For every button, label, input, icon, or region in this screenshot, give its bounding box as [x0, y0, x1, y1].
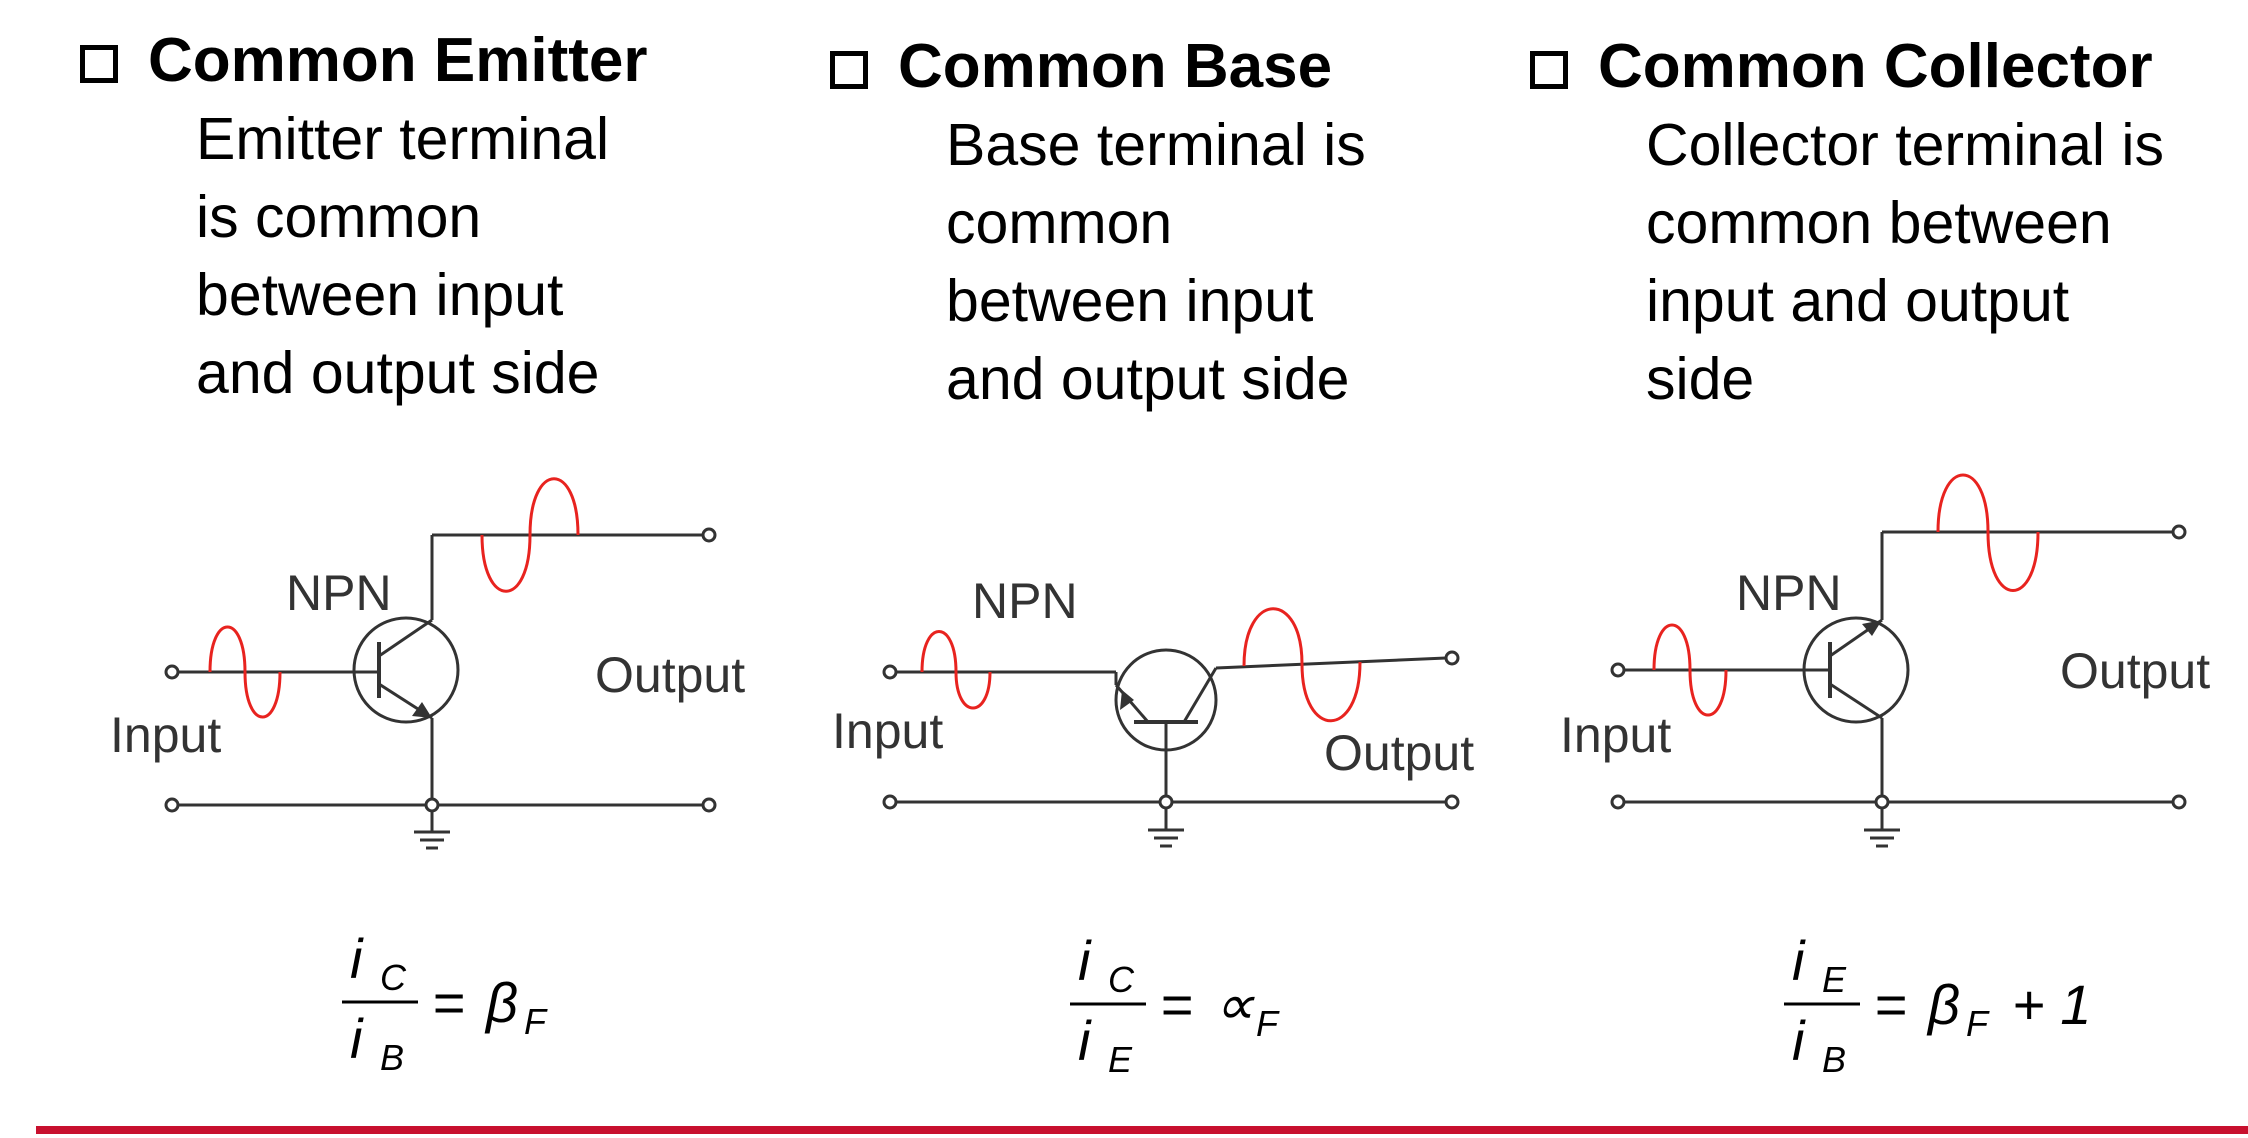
current-gain-formula: i C i E = ∝ F	[1066, 922, 1326, 1086]
formula-rhs: β	[1926, 973, 1960, 1036]
formula-numerator-sub: C	[380, 957, 407, 998]
description: Collector terminal is common between inp…	[1646, 106, 2164, 418]
output-terminal	[1444, 650, 1460, 666]
heading-common-collector: Common Collector	[1530, 36, 2153, 98]
checkbox-bullet-icon	[830, 51, 868, 89]
heading-text: Common Base	[898, 32, 1333, 101]
collector-lead	[1182, 667, 1218, 723]
formula-denominator-sub: E	[1108, 1039, 1133, 1080]
input-terminal	[164, 664, 180, 680]
input-terminal	[1610, 662, 1626, 678]
formula-rhs: β	[484, 971, 518, 1034]
input-label: Input	[110, 707, 221, 763]
output-label: Output	[595, 647, 745, 703]
transistor-body	[352, 616, 460, 724]
formula-denominator: i	[350, 1007, 364, 1070]
checkbox-bullet-icon	[80, 45, 118, 83]
emitter-arrow	[412, 702, 432, 718]
svg-text:=: =	[1160, 973, 1193, 1036]
formula-denominator-sub: B	[1822, 1039, 1846, 1080]
description-line: input and output	[1646, 268, 2070, 334]
junction-node	[424, 797, 440, 813]
description: Base terminal is common between input an…	[946, 106, 1366, 418]
formula-rhs: ∝	[1214, 973, 1255, 1036]
heading-common-base: Common Base	[830, 36, 1332, 98]
common-emitter-circuit-diagram: NPN Input Output	[110, 477, 745, 850]
description-line: and output side	[946, 346, 1350, 412]
current-gain-formula: i E i B = β F + 1	[1780, 922, 2180, 1086]
collector-lead	[378, 618, 433, 658]
output-signal-wave	[480, 477, 580, 593]
config-common-emitter: Common Emitter Emitter terminal is commo…	[0, 0, 745, 1100]
formula-rhs-sub: F	[524, 1001, 548, 1042]
input-label: Input	[832, 703, 943, 759]
svg-text:=: =	[1874, 973, 1907, 1036]
svg-text:=: =	[432, 971, 465, 1034]
junction-node	[1874, 794, 1890, 810]
transistor-body	[1802, 616, 1910, 724]
checkbox-bullet-icon	[1530, 51, 1568, 89]
bottom-divider-line	[36, 1126, 2248, 1134]
output-label: Output	[1324, 725, 1474, 781]
description-line: is common	[196, 184, 482, 250]
description-line: common between	[1646, 190, 2112, 256]
output-signal-wave	[1936, 473, 2040, 592]
formula-numerator: i	[1792, 929, 1806, 992]
formula-numerator-sub: C	[1108, 959, 1135, 1000]
config-common-collector: Common Collector Collector terminal is c…	[1450, 0, 2210, 1100]
config-common-base: Common Base Base terminal is common betw…	[750, 0, 1490, 1100]
description-line: and output side	[196, 340, 600, 406]
input-terminal	[882, 664, 898, 680]
description-line: between input	[196, 262, 564, 328]
formula-denominator: i	[1792, 1009, 1806, 1072]
input-signal-wave	[208, 625, 282, 719]
formula-rhs-extra: + 1	[2012, 973, 2091, 1036]
formula-numerator-sub: E	[1822, 959, 1847, 1000]
collector-lead	[1829, 682, 1883, 720]
junction-node	[1158, 794, 1174, 810]
description-line: Collector terminal is	[1646, 112, 2165, 178]
transistor-label: NPN	[1736, 565, 1842, 621]
output-terminal	[2171, 524, 2187, 540]
transistor-label: NPN	[286, 565, 392, 621]
output-label: Output	[2060, 643, 2210, 699]
description-line: between input	[946, 268, 1314, 334]
transistor-label: NPN	[972, 573, 1078, 629]
heading-text: Common Collector	[1598, 32, 2153, 101]
formula-numerator: i	[1078, 929, 1092, 992]
description: Emitter terminal is common between input…	[196, 100, 609, 412]
input-label: Input	[1560, 707, 1671, 763]
emitter-arrow	[1862, 620, 1882, 636]
emitter-lead	[1114, 684, 1150, 723]
emitter-arrow	[1120, 690, 1134, 710]
output-wire	[1215, 656, 1447, 670]
heading-text: Common Emitter	[148, 26, 648, 95]
description-line: side	[1646, 346, 1755, 412]
description-line: Base terminal is	[946, 112, 1366, 178]
output-terminal	[701, 527, 717, 543]
common-collector-circuit-diagram: NPN Input Output	[1560, 473, 2210, 848]
formula-denominator-sub: B	[380, 1037, 404, 1078]
description-line: common	[946, 190, 1173, 256]
description-line: Emitter terminal	[196, 106, 610, 172]
current-gain-formula: i C i B = β F	[338, 920, 598, 1084]
formula-denominator: i	[1078, 1009, 1092, 1072]
formula-rhs-sub: F	[1256, 1003, 1280, 1044]
input-signal-wave	[920, 630, 992, 710]
formula-rhs-sub: F	[1966, 1003, 1990, 1044]
input-signal-wave	[1652, 623, 1728, 717]
output-signal-wave	[1242, 607, 1362, 723]
formula-numerator: i	[350, 927, 364, 990]
heading-common-emitter: Common Emitter	[80, 30, 647, 92]
common-base-circuit-diagram: NPN Input Output	[832, 573, 1474, 848]
